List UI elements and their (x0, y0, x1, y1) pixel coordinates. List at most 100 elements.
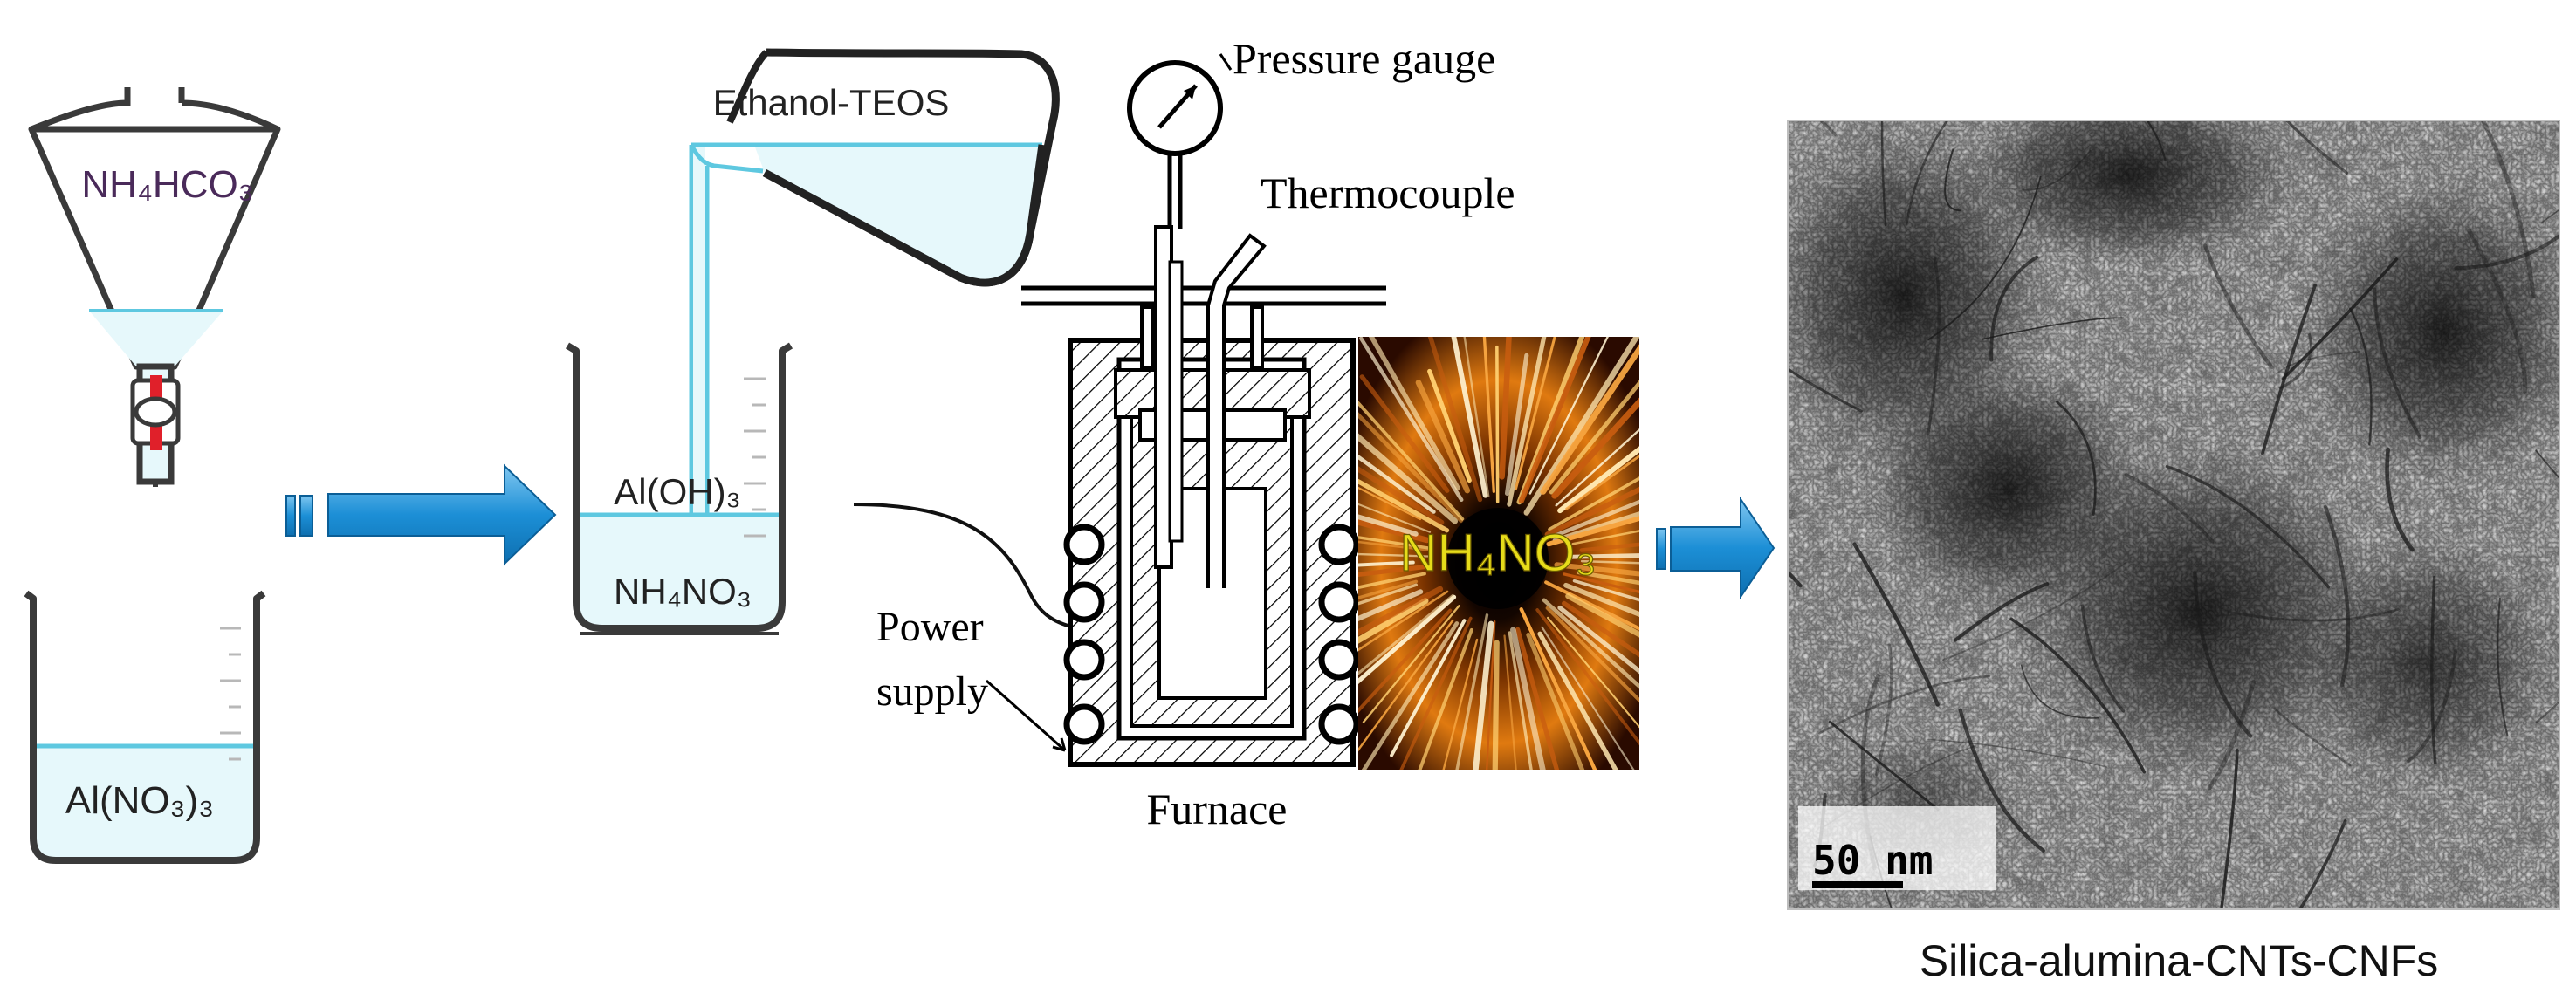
burst-ray (1358, 412, 1464, 523)
burst-ray (1358, 503, 1432, 533)
tem-fiber (2298, 818, 2347, 909)
tem-fiber (2406, 648, 2458, 764)
burst-ray (1358, 590, 1449, 652)
tem-fiber (2454, 233, 2559, 271)
tem-fiber (2497, 597, 2509, 736)
tem-fiber (2467, 229, 2527, 394)
burst-ray (1358, 536, 1432, 550)
burst-ray (1358, 589, 1424, 622)
tem-fiber (1927, 257, 1941, 435)
burst-ray (1548, 476, 1639, 531)
burst-ray (1571, 530, 1639, 545)
tem-fiber (1818, 120, 1838, 136)
burst-ray (1503, 634, 1517, 770)
burst-ray (1358, 466, 1445, 525)
tem-fiber (2480, 120, 2536, 299)
burst-ray (1358, 401, 1465, 521)
tem-fiber (2385, 447, 2415, 552)
burst-ray (1415, 380, 1471, 494)
tem-fiber (2080, 604, 2126, 713)
burst-ray (1358, 454, 1436, 514)
tem-fiber (2207, 680, 2257, 791)
tem-fiber (1942, 562, 2126, 661)
tem-fiber (2349, 307, 2373, 446)
burst-ray (1358, 594, 1454, 675)
burst-ray (1359, 337, 1464, 503)
power-supply-label-line1: Power (876, 604, 984, 650)
burst-ray (1541, 626, 1635, 770)
combustion-burst-image (1358, 337, 1639, 770)
burst-ray (1508, 631, 1533, 770)
burst-ray (1361, 621, 1460, 770)
burst-ray (1563, 572, 1639, 593)
burst-ray (1519, 607, 1597, 770)
burst-ray (1518, 337, 1591, 504)
tem-fiber (1817, 675, 1991, 735)
burst-ray (1473, 620, 1494, 770)
burst-ray (1580, 559, 1639, 565)
combustion-label: NH₄NO₃ (1399, 524, 1597, 582)
tem-fiber (1852, 542, 1940, 707)
burst-ray (1523, 337, 1639, 516)
tem-fiber (1905, 120, 1949, 226)
burst-ray (1455, 613, 1489, 770)
burst-ray (1358, 579, 1419, 599)
burst-ray (1544, 486, 1639, 538)
tem-fiber (1989, 255, 2039, 362)
burst-ray (1358, 560, 1415, 567)
tem-fiber (2124, 473, 2215, 544)
tem-fiber (2146, 120, 2167, 162)
burst-ray (1358, 586, 1444, 636)
power-supply-label-line2: supply (876, 668, 988, 715)
pouring-flask-icon (689, 48, 1060, 572)
burst-ray (1358, 608, 1453, 714)
burst-ray (1549, 380, 1639, 495)
burst-ray (1515, 627, 1560, 770)
burst-ray (1358, 583, 1419, 606)
tem-fiber (1954, 582, 2050, 642)
burst-ray (1526, 632, 1585, 770)
autoclave-reactor-icon (986, 53, 1386, 767)
burst-ray (1528, 337, 1609, 495)
beaker-icon (24, 590, 266, 864)
burst-ray (1565, 593, 1639, 638)
burst-ray (1551, 397, 1639, 499)
burst-ray (1507, 337, 1547, 507)
burst-ray (1486, 620, 1496, 770)
separatory-funnel-icon (28, 87, 281, 487)
ethanol-teos-label: Ethanol-TEOS (713, 82, 950, 123)
tem-micrograph-image (1787, 120, 2560, 910)
burst-ray (1562, 600, 1639, 658)
scale-bar-label: 50 nm (1812, 837, 1933, 884)
tem-fiber (2535, 700, 2559, 723)
tem-fiber (2022, 149, 2092, 191)
product-caption: Silica-alumina-CNTs-CNFs (1920, 936, 2439, 985)
tem-fiber (2203, 243, 2274, 370)
tem-fiber (2020, 664, 2099, 719)
tem-fiber (1981, 317, 2125, 340)
burst-ray (1545, 606, 1639, 703)
burst-ray (1495, 345, 1500, 503)
tem-fiber (2281, 257, 2399, 380)
burst-ray (1565, 454, 1639, 510)
burst-ray (1572, 579, 1639, 602)
tem-fiber (2535, 449, 2559, 480)
burst-ray (1358, 514, 1419, 537)
burst-ray (1554, 562, 1639, 577)
tem-fiber (2373, 287, 2422, 440)
burst-ray (1552, 511, 1639, 544)
burst-ray (1358, 564, 1433, 577)
burst-ray (1557, 605, 1639, 675)
tem-fiber (2276, 351, 2360, 375)
al-oh3-label: Al(OH)₃ (614, 471, 740, 512)
tem-fiber (1828, 720, 1940, 812)
furnace-label: Furnace (1146, 784, 1287, 833)
tem-fiber (1927, 175, 2042, 341)
burst-ray (1358, 552, 1429, 558)
tem-fiber (2227, 607, 2400, 622)
burst-ray (1546, 616, 1639, 729)
burst-ray (1563, 582, 1639, 618)
tem-fiber (2284, 120, 2349, 175)
burst-ray (1540, 344, 1639, 495)
